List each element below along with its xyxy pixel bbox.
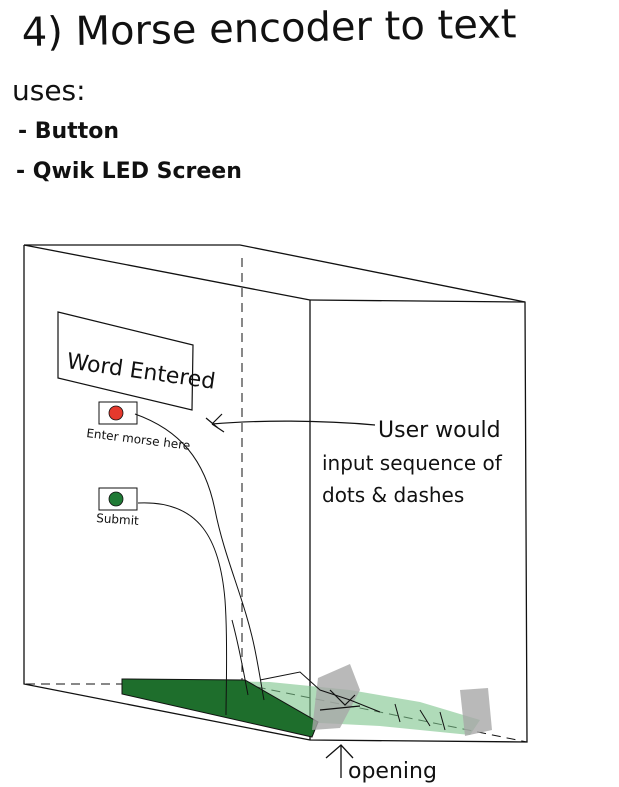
- green-button-label: Submit: [96, 511, 140, 528]
- page-title: 4) Morse encoder to text: [21, 1, 516, 56]
- red-button-label: Enter morse here: [86, 426, 191, 453]
- annotation-arrow: [205, 413, 376, 433]
- word-entered-screen: [57, 311, 194, 411]
- opening-label: opening: [348, 759, 437, 784]
- submit-button: [98, 487, 138, 511]
- opening-arrow-icon: [325, 744, 354, 778]
- enter-morse-button: [98, 401, 138, 425]
- circuit-board: [121, 664, 492, 738]
- wires: [134, 413, 265, 716]
- uses-item-button: - Button: [18, 119, 119, 144]
- uses-item-led-screen: - Qwik LED Screen: [16, 159, 242, 184]
- uses-heading: uses:: [12, 74, 86, 107]
- annotation-line-3: dots & dashes: [322, 483, 464, 507]
- annotation-line-1: User would: [378, 418, 501, 443]
- annotation-line-2: input sequence of: [322, 451, 503, 475]
